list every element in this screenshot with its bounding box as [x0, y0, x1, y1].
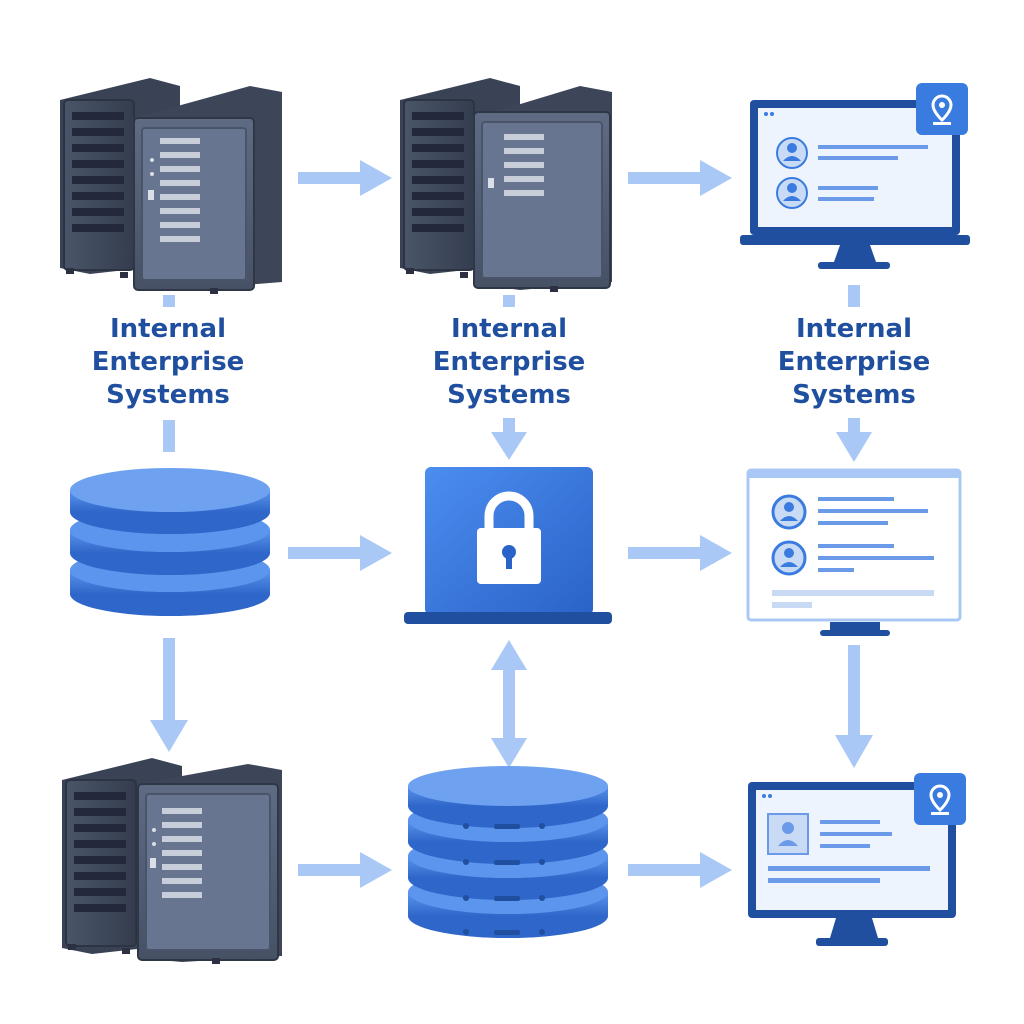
arrow-server2-to-monitor1	[628, 160, 732, 196]
arrow-database-to-laptop	[288, 535, 392, 571]
stub-col1-top	[163, 295, 175, 307]
label-line1: Internal	[109, 314, 227, 344]
label-line3: Systems	[447, 380, 571, 410]
database-icon	[70, 468, 270, 616]
label-col1: Internal Enterprise Systems	[38, 313, 298, 412]
label-line3: Systems	[106, 380, 230, 410]
arrow-col2-label-to-laptop	[491, 418, 527, 460]
label-line2: Enterprise	[91, 347, 245, 377]
lock-icon	[477, 491, 541, 584]
arrow-database-to-server3	[150, 638, 188, 752]
label-line1: Internal	[450, 314, 568, 344]
monitor-with-location-pin-icon	[748, 773, 966, 946]
arrow-database2-to-monitor3	[628, 852, 732, 888]
connectors	[150, 160, 873, 888]
stub-col1-mid	[163, 420, 175, 452]
location-pin-icon	[914, 773, 966, 825]
database-icon	[408, 766, 608, 938]
arrow-laptop-to-monitor2	[628, 535, 732, 571]
double-arrow-laptop-database2	[491, 640, 527, 768]
arrow-server1-to-server2	[298, 160, 392, 196]
label-line1: Internal	[795, 314, 913, 344]
label-line2: Enterprise	[432, 347, 586, 377]
stub-col3-top	[848, 285, 860, 307]
server-rack-icon	[62, 758, 282, 964]
label-line2: Enterprise	[777, 347, 931, 377]
label-col3: Internal Enterprise Systems	[724, 313, 984, 412]
laptop-lock-icon	[404, 467, 612, 624]
label-col2: Internal Enterprise Systems	[379, 313, 639, 412]
stub-col2-top	[503, 295, 515, 307]
monitor-with-location-pin-icon	[740, 83, 970, 269]
label-line3: Systems	[792, 380, 916, 410]
location-pin-icon	[916, 83, 968, 135]
server-rack-icon	[60, 78, 282, 294]
monitor-profile-list-icon	[746, 468, 962, 636]
server-rack-icon	[400, 78, 612, 292]
arrow-monitor2-to-monitor3	[835, 645, 873, 768]
arrow-col3-label-to-monitor2	[836, 418, 872, 462]
arrow-server3-to-database2	[298, 852, 392, 888]
